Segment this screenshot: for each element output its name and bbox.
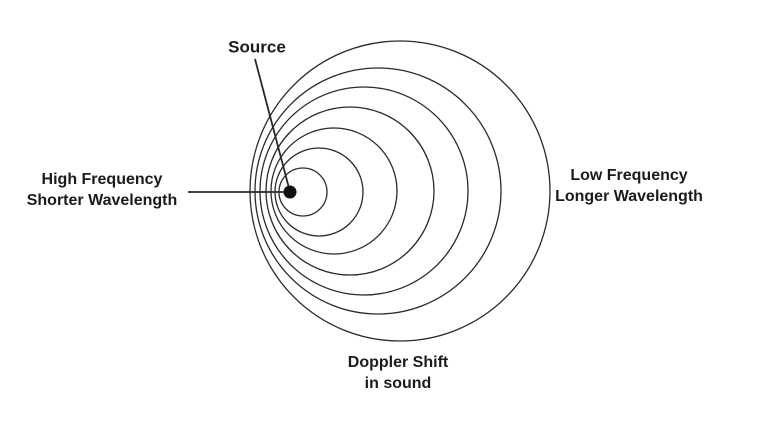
source-label-text: Source — [228, 37, 286, 57]
high-frequency-line2: Shorter Wavelength — [26, 192, 178, 209]
wavefront-circle — [259, 86, 469, 296]
wavefront-circle — [270, 127, 398, 255]
diagram-caption: Doppler Shift in sound — [348, 352, 448, 394]
caption-line1: Doppler Shift — [347, 354, 449, 371]
wavefront-circle — [254, 67, 502, 315]
high-frequency-line1: High Frequency — [41, 171, 163, 188]
high-frequency-label: High Frequency Shorter Wavelength — [27, 169, 178, 211]
low-frequency-line1: Low Frequency — [570, 167, 688, 184]
source-leader-line — [254, 58, 291, 193]
wavefront-circle — [249, 40, 551, 342]
low-frequency-label: Low Frequency Longer Wavelength — [555, 165, 703, 207]
caption-line2: in sound — [364, 375, 432, 392]
wavefront-circle — [265, 106, 435, 276]
source-dot — [283, 185, 297, 199]
source-label: Source — [228, 37, 286, 58]
low-frequency-line2: Longer Wavelength — [555, 188, 703, 205]
leader-lines-group — [188, 58, 297, 199]
wavefront-circles-group — [249, 40, 551, 342]
